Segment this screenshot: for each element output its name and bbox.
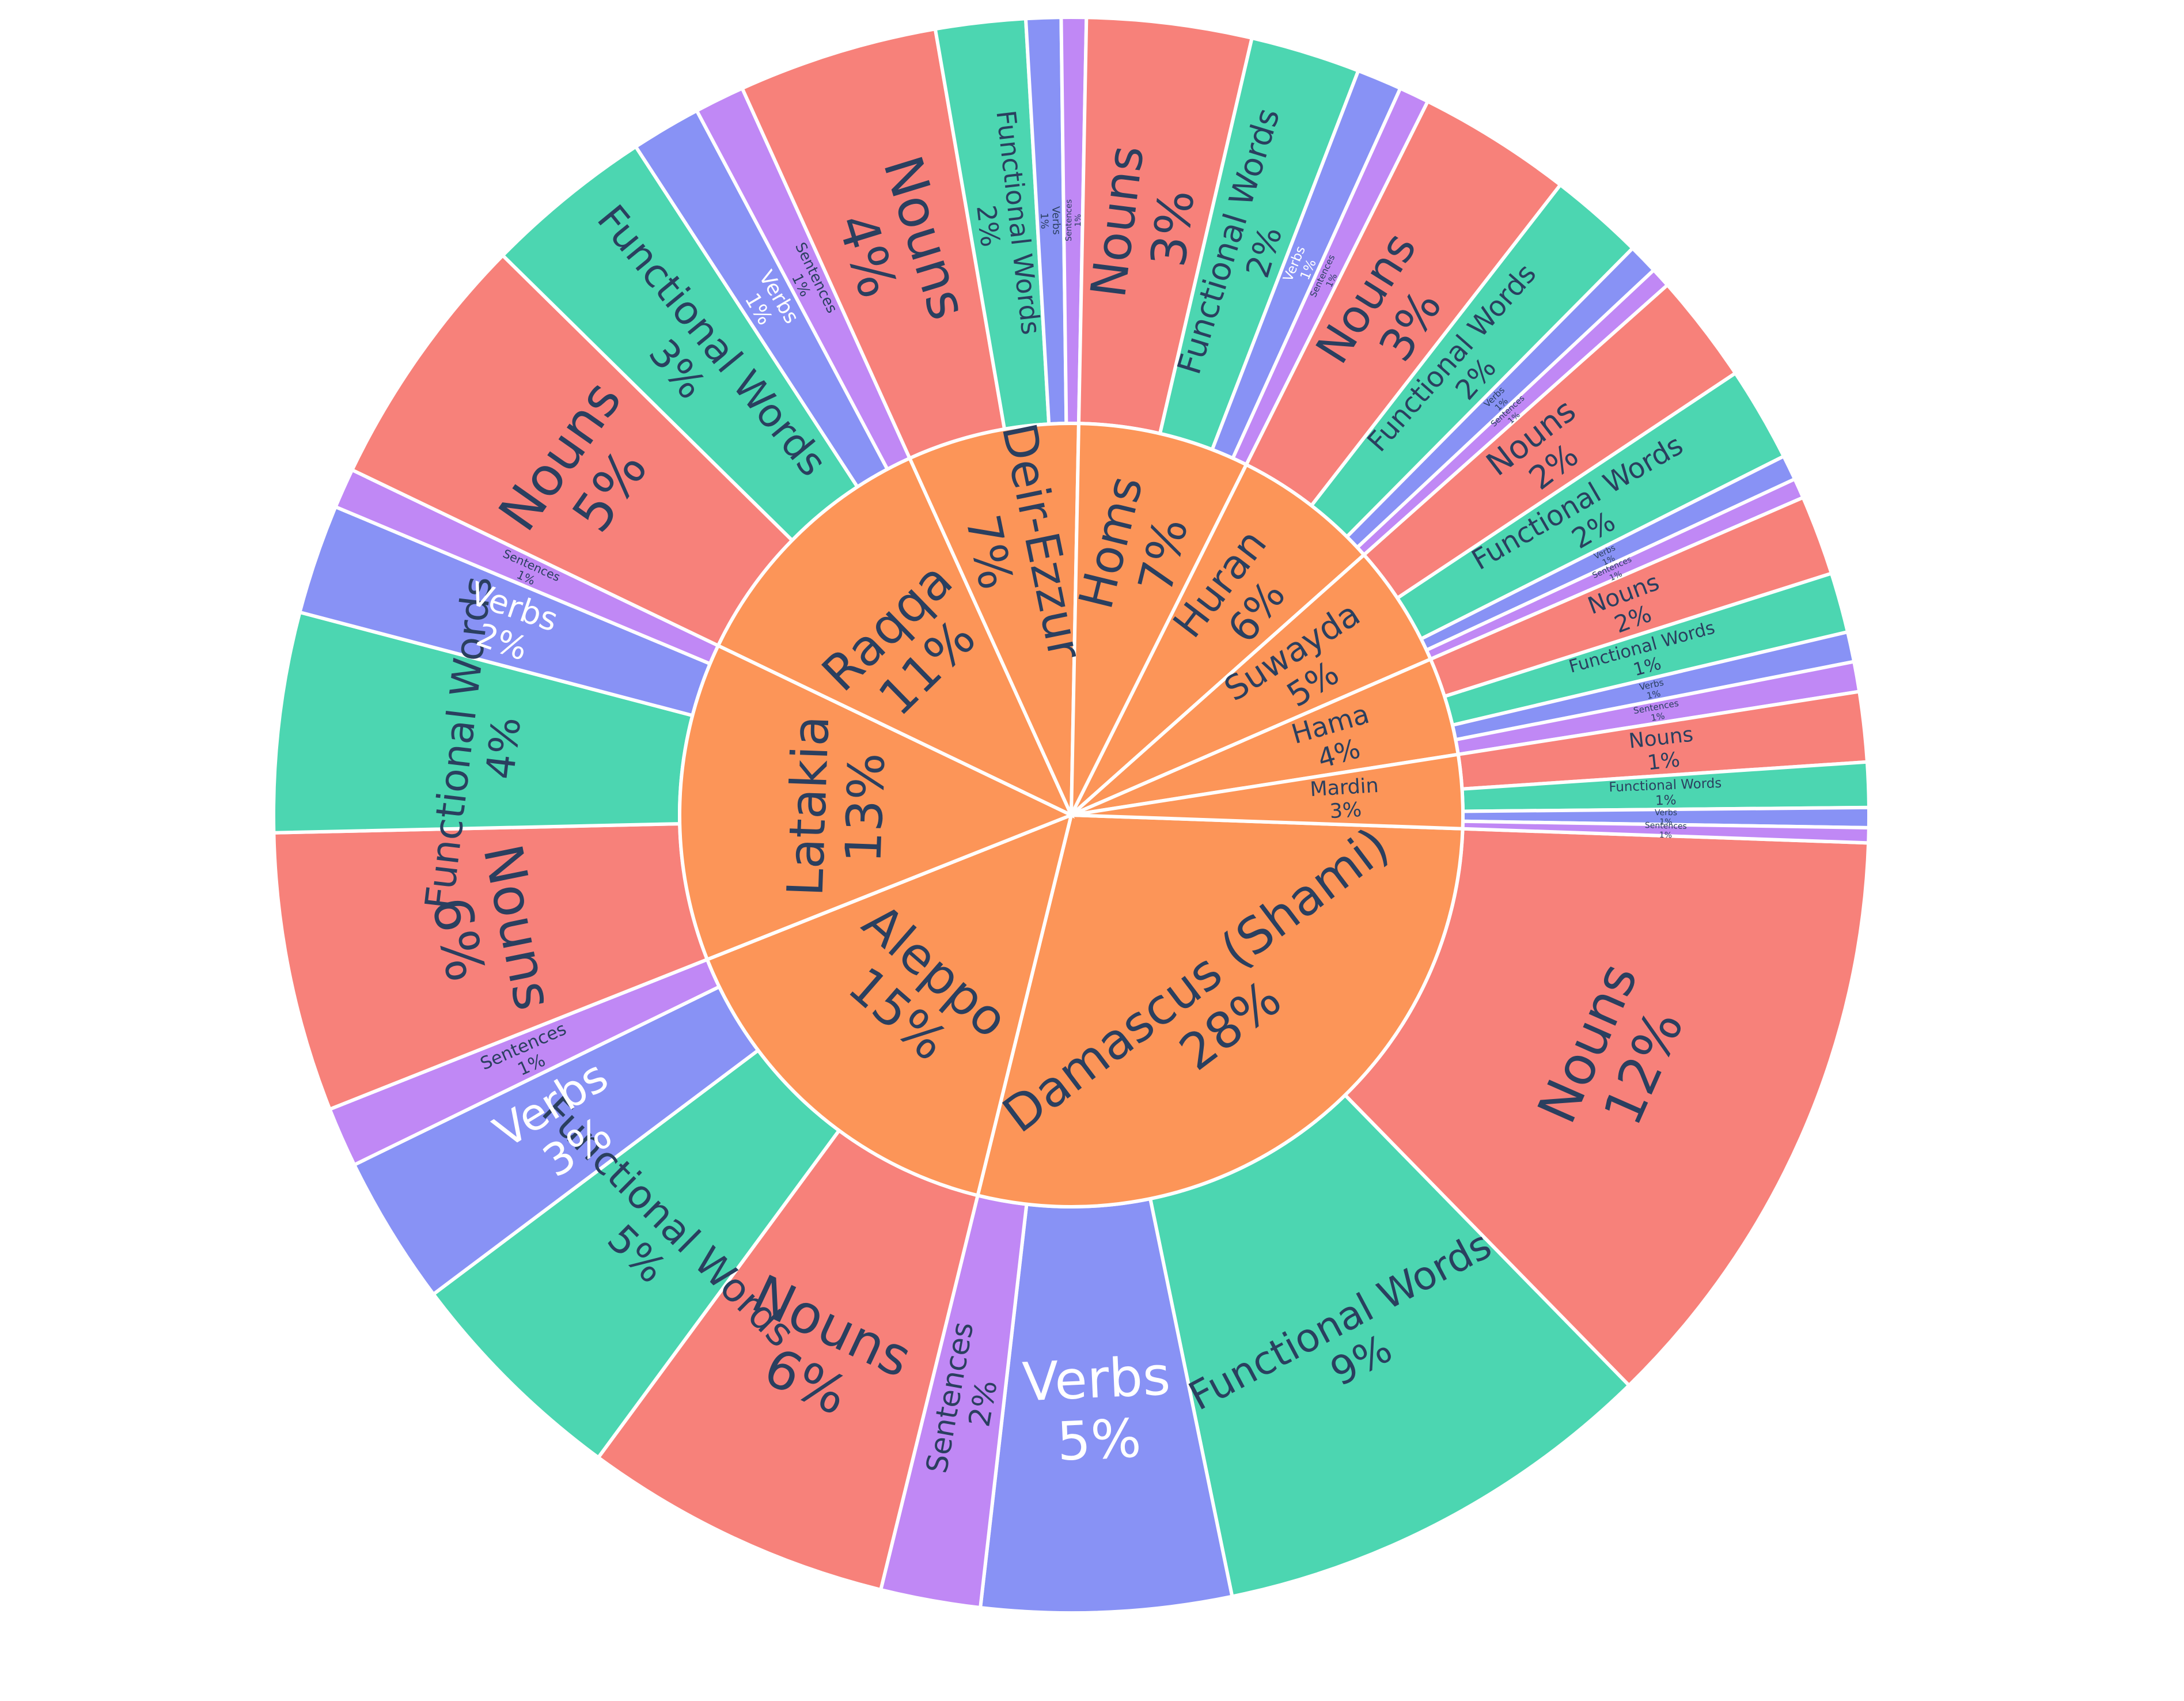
region-homs-wedge[interactable] — [1070, 422, 1249, 816]
inner-ring — [678, 422, 1465, 1208]
deir-ezzur-sentences-label: Sentences1% — [1064, 199, 1083, 241]
region-damascus-shami-wedge[interactable] — [975, 813, 1465, 1208]
outer-ring — [272, 16, 1871, 1615]
region-latakia-label: Latakia13% — [776, 715, 897, 899]
region-raqqa-wedge[interactable] — [715, 456, 1075, 819]
damascus-shami-verbs-label: Verbs5% — [1021, 1345, 1174, 1474]
latakia-verbs-label: Verbs2% — [453, 575, 562, 675]
region-latakia-wedge[interactable] — [678, 643, 1076, 962]
region-homs-label: Homs7% — [1068, 471, 1206, 627]
region-deir-ezzur-wedge[interactable] — [907, 422, 1081, 816]
region-huran-wedge[interactable] — [1070, 462, 1367, 817]
mardin-sentences-label: Sentences1% — [1644, 821, 1687, 840]
region-suwayda-wedge[interactable] — [1070, 552, 1433, 817]
region-aleppo-wedge[interactable] — [705, 812, 1074, 1198]
region-mardin-label: Mardin3% — [1309, 774, 1381, 824]
region-mardin-wedge[interactable] — [1071, 752, 1465, 831]
deir-ezzur-verbs-label: Verbs1% — [1038, 206, 1063, 236]
